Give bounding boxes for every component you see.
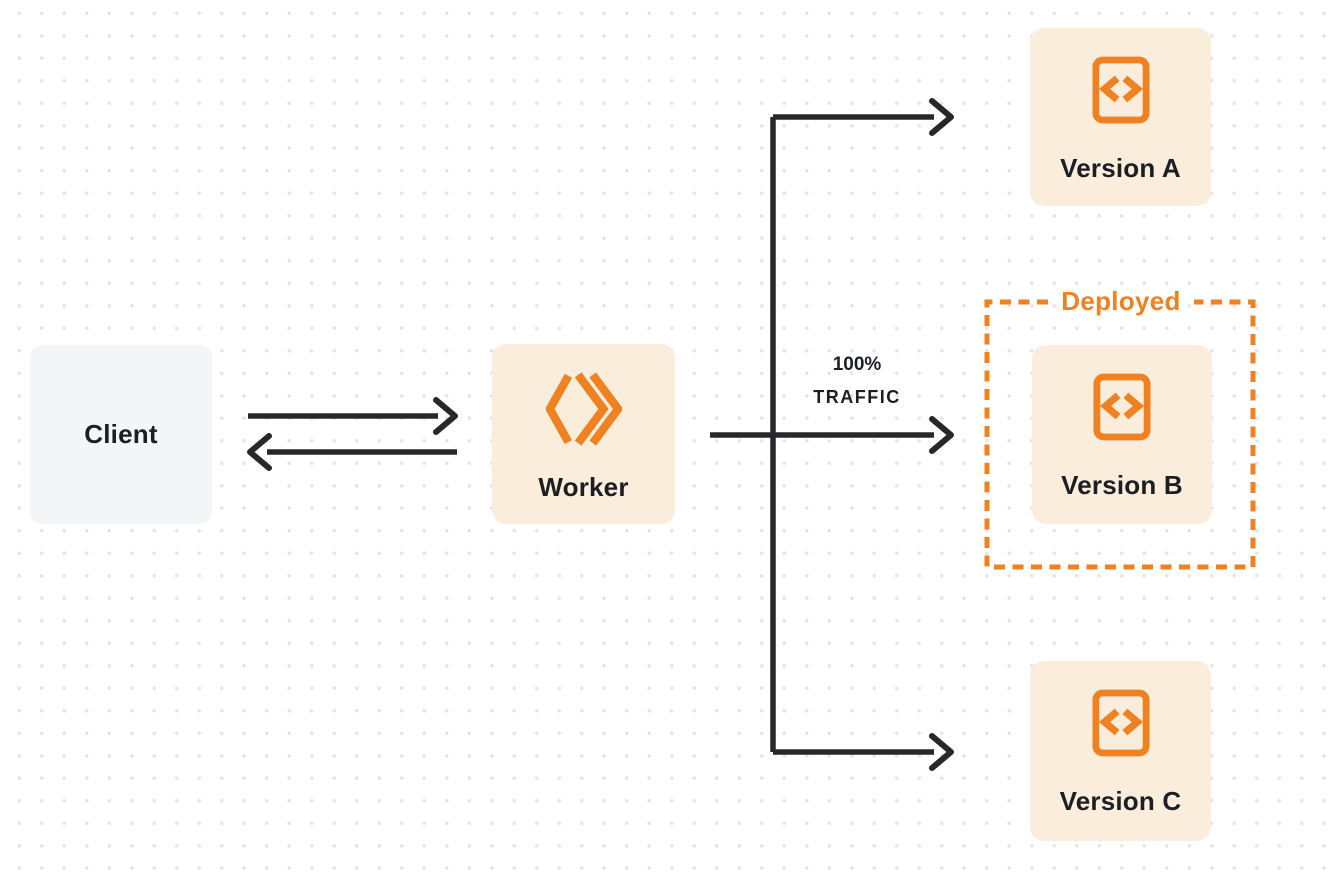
version-a-node: Version A (1030, 28, 1211, 206)
traffic-label: 100% TRAFFIC (787, 349, 927, 413)
traffic-percent: 100% (832, 354, 882, 375)
version-b-node: Version B (1032, 345, 1212, 524)
worker-label: Worker (538, 472, 629, 502)
traffic-word: TRAFFIC (813, 387, 901, 407)
version-a-label: Version A (1060, 153, 1181, 183)
code-page-icon (1091, 56, 1150, 124)
code-page-icon (1093, 373, 1151, 441)
code-page-icon (1091, 689, 1150, 757)
fanout-arrows (710, 98, 954, 771)
client-label: Client (84, 419, 158, 449)
cloudflare-workers-logo-icon (545, 372, 622, 446)
client-worker-arrows (247, 397, 458, 471)
deployed-label: Deployed (1061, 285, 1181, 316)
version-c-node: Version C (1030, 661, 1211, 841)
version-b-label: Version B (1061, 470, 1183, 500)
worker-node: Worker (492, 344, 675, 524)
client-node: Client (30, 345, 212, 524)
version-c-label: Version C (1059, 786, 1182, 816)
